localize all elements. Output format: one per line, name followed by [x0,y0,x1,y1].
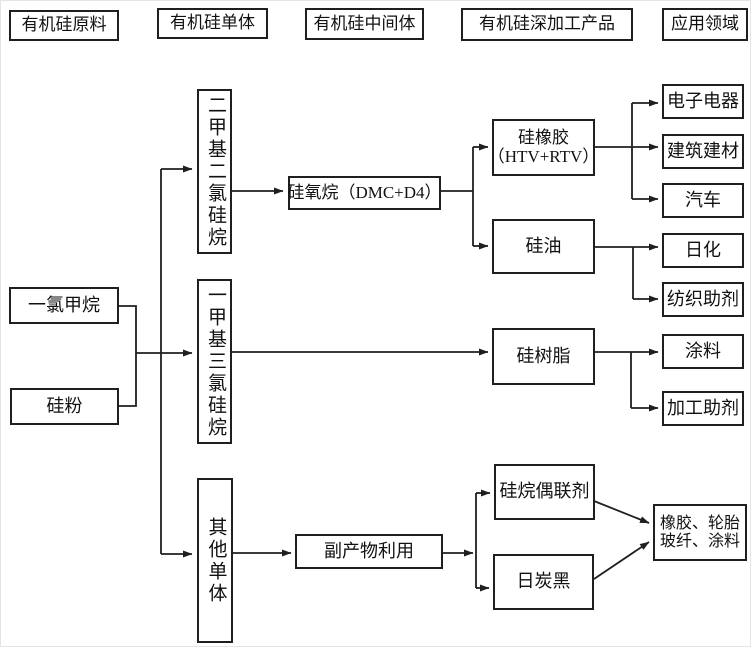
silicone-rubber-line1: 硅橡胶 [518,127,569,147]
node-siloxane: 硅氧烷（DMC+D4） [287,176,442,210]
rubber-tire-line1: 橡胶、轮胎 [659,514,740,532]
node-rubber-tire-glassfiber-coating: 橡胶、轮胎 玻纤、涂料 [653,504,747,561]
node-byproduct-utilization: 副产物利用 [295,534,443,569]
node-construction-materials: 建筑建材 [662,134,744,169]
node-silicone-rubber: 硅橡胶 （HTV+RTV） [488,119,599,176]
edge-carbonblack-to-rubbertire [593,541,650,580]
node-monomethyl-trichlorosilane: 一甲基三氯硅烷 [197,279,232,444]
header-monomer: 有机硅单体 [157,8,268,39]
edge-rawmaterials-bracket [119,305,137,407]
node-textile-auxiliaries: 纺织助剂 [662,282,744,317]
node-carbon-black: 日炭黑 [493,554,594,610]
node-processing-aids: 加工助剂 [662,391,744,426]
header-intermediate: 有机硅中间体 [305,8,424,40]
node-chloromethane: 一氯甲烷 [9,287,119,324]
node-coatings: 涂料 [662,334,744,369]
edge-coupling-to-rubbertire [593,500,650,524]
rubber-tire-line2: 玻纤、涂料 [659,532,740,550]
node-silicone-resin: 硅树脂 [492,328,595,385]
header-application: 应用领域 [662,8,748,41]
silicone-rubber-line2: （HTV+RTV） [487,146,600,166]
node-electronics: 电子电器 [662,84,744,119]
node-silane-coupling-agent: 硅烷偶联剂 [494,464,595,520]
node-other-monomers: 其他单体 [197,478,233,643]
node-silicone-oil: 硅油 [492,219,595,274]
node-daily-chemicals: 日化 [662,233,744,268]
header-raw-material: 有机硅原料 [9,10,119,41]
header-deep-processed: 有机硅深加工产品 [461,8,633,41]
node-silicon-powder: 硅粉 [10,388,119,425]
node-dimethyl-dichlorosilane: 二甲基二氯硅烷 [197,89,232,254]
node-automobile: 汽车 [662,183,744,218]
